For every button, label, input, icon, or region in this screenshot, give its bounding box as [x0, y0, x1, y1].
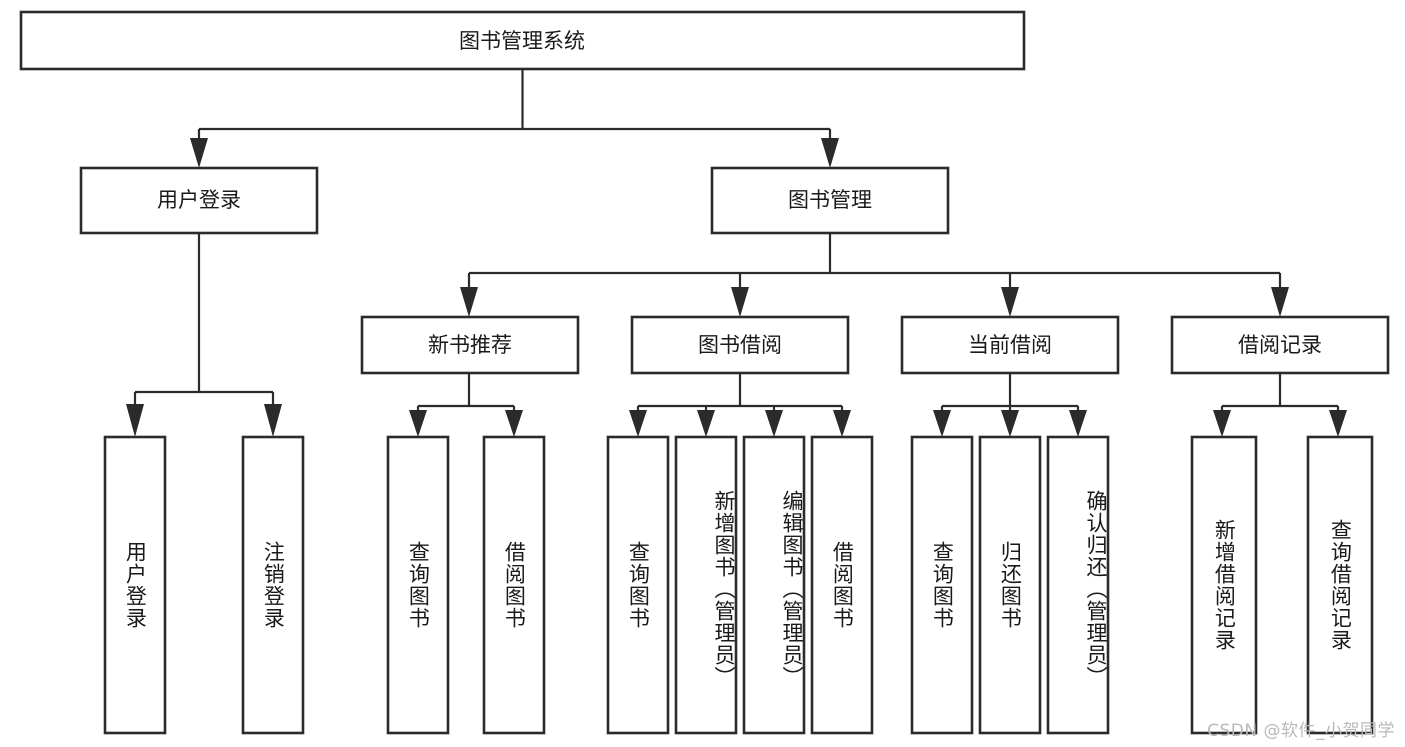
leaf-box-record-add[interactable] [1190, 435, 1258, 735]
arrow-head-br-leaf-1 [1213, 410, 1231, 437]
leaf-box-newbook-query[interactable] [386, 435, 450, 735]
node-box-borrow-record[interactable] [1170, 315, 1390, 375]
arrow-head-br-leaf-2 [1329, 410, 1347, 437]
leaf-box-user-login-login[interactable] [103, 435, 167, 735]
arrow-head-user-login [190, 138, 208, 168]
watermark-text: CSDN @软件_小贺同学 [1207, 721, 1395, 741]
arrow-head-nb-leaf-2 [505, 410, 523, 437]
arrow-head-book-borrow [731, 287, 749, 317]
leaf-box-record-query[interactable] [1306, 435, 1374, 735]
connectors-layer [126, 69, 1347, 437]
arrow-head-leaf-user-login [126, 404, 144, 437]
arrow-head-cb-leaf-1 [933, 410, 951, 437]
node-label-current-borrow: 当前借阅 [968, 333, 1052, 357]
arrow-head-bb-leaf-3 [765, 410, 783, 437]
arrow-head-leaf-logout [264, 404, 282, 437]
node-box-user-login[interactable] [79, 166, 319, 235]
node-label-new-book-recommend: 新书推荐 [428, 333, 512, 357]
leaf-box-newbook-borrow[interactable] [482, 435, 546, 735]
arrow-head-cb-leaf-3 [1069, 410, 1087, 437]
nodes-layer: 图书管理系统 用户登录 图书管理 新书推荐 图书借阅 当前借阅 借阅记录 [19, 10, 1390, 735]
leaf-box-currentborrow-return[interactable] [978, 435, 1042, 735]
arrow-head-nb-leaf-1 [409, 410, 427, 437]
node-box-book-borrow[interactable] [630, 315, 850, 375]
node-box-book-management[interactable] [710, 166, 950, 235]
node-label-book-borrow: 图书借阅 [698, 333, 782, 357]
arrow-head-book-mgmt [821, 138, 839, 168]
leaf-box-bookborrow-edit[interactable] [742, 435, 806, 735]
node-label-root: 图书管理系统 [459, 29, 585, 53]
node-label-borrow-record: 借阅记录 [1238, 333, 1322, 357]
leaf-box-user-login-logout[interactable] [241, 435, 305, 735]
arrow-head-bb-leaf-4 [833, 410, 851, 437]
node-label-user-login: 用户登录 [157, 188, 241, 212]
arrow-head-current-borrow [1001, 287, 1019, 317]
arrow-head-bb-leaf-1 [629, 410, 647, 437]
node-box-new-book-recommend[interactable] [360, 315, 580, 375]
arrow-head-cb-leaf-2 [1001, 410, 1019, 437]
arrow-head-bb-leaf-2 [697, 410, 715, 437]
arrow-head-new-book [460, 287, 478, 317]
arrow-head-borrow-record [1271, 287, 1289, 317]
leaf-box-bookborrow-add[interactable] [674, 435, 738, 735]
node-label-book-management: 图书管理 [788, 188, 872, 212]
leaf-box-bookborrow-query[interactable] [606, 435, 670, 735]
leaf-box-currentborrow-confirm[interactable] [1046, 435, 1110, 735]
leaf-box-bookborrow-borrow[interactable] [810, 435, 874, 735]
node-box-current-borrow[interactable] [900, 315, 1120, 375]
node-box-root[interactable] [19, 10, 1026, 71]
leaf-box-currentborrow-query[interactable] [910, 435, 974, 735]
